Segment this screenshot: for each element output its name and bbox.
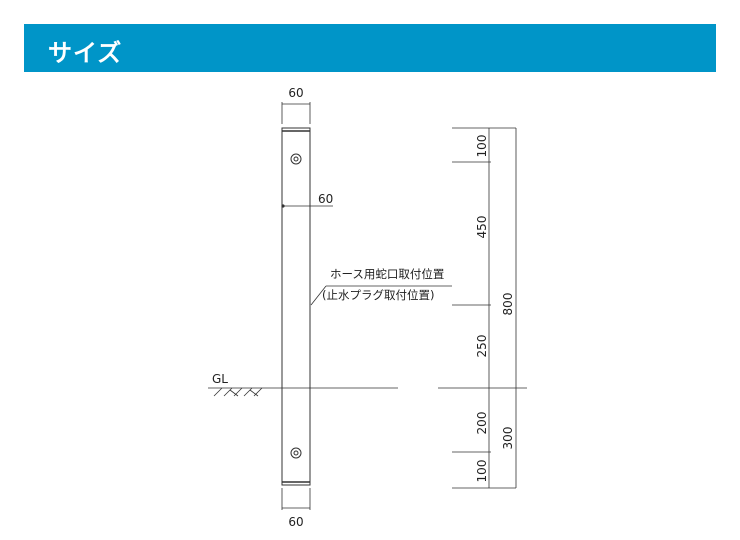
section-title: サイズ	[48, 39, 123, 67]
stop-plug-position-note: (止水プラグ取付位置)	[322, 288, 434, 302]
ground-line	[208, 387, 527, 397]
side-depth-label: 60	[318, 192, 333, 206]
top-width-dimension	[281, 102, 311, 124]
faucet-hole-top-icon	[290, 153, 302, 165]
faucet-position-leader	[310, 285, 452, 306]
bottom-width-dimension	[281, 488, 311, 510]
post-outline	[281, 127, 311, 486]
dim-450: 450	[475, 216, 489, 239]
dim-200: 200	[475, 412, 489, 435]
dim-100-bottom: 100	[475, 460, 489, 483]
faucet-hole-bottom-inner-icon	[293, 450, 299, 456]
side-depth-leader	[281, 204, 333, 208]
dim-100-top: 100	[475, 135, 489, 158]
top-width-label: 60	[288, 86, 303, 100]
dim-250: 250	[475, 335, 489, 358]
post-front-view	[281, 127, 311, 486]
dim-300: 300	[501, 427, 515, 450]
ground-level-label: GL	[212, 372, 228, 386]
faucet-hole-bottom-icon	[290, 447, 302, 459]
faucet-position-note: ホース用蛇口取付位置	[330, 267, 444, 281]
vertical-dimension-chain	[452, 127, 517, 489]
dim-800: 800	[501, 293, 515, 316]
section-header: サイズ	[24, 24, 716, 72]
bottom-width-label: 60	[288, 515, 303, 529]
faucet-hole-top-inner-icon	[293, 156, 299, 162]
